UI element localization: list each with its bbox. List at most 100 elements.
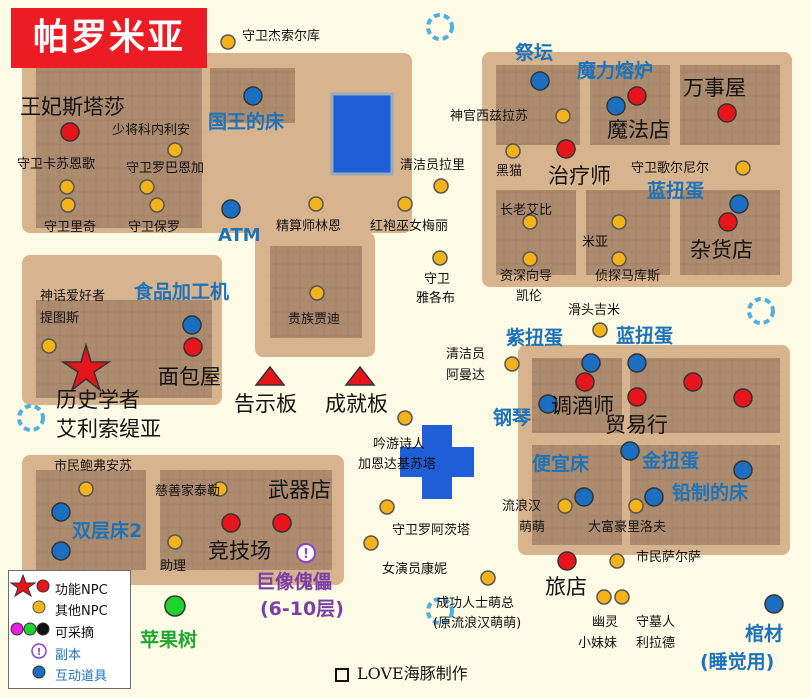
altar-label: 祭坛 xyxy=(515,42,554,64)
citizen-bao-label: 市民鲍弗安苏 xyxy=(54,459,133,474)
priest-label: 神官西兹拉苏 xyxy=(450,109,529,124)
legend-gatherable: 可采摘 xyxy=(55,626,95,641)
coffin-label: 棺材 xyxy=(745,623,784,645)
func-npc-marker xyxy=(733,388,753,408)
helper-label: 助理 xyxy=(160,559,187,574)
success-label: 成功人士萌总 xyxy=(436,596,515,611)
actress-label: 女演员康妮 xyxy=(382,562,448,577)
bard-label: 吟游诗人 xyxy=(373,437,426,452)
guard-liqi-label: 守卫里奇 xyxy=(44,220,97,235)
philanthropist-label: 慈善家泰勒 xyxy=(155,484,221,499)
svg-text:!: ! xyxy=(303,547,309,562)
king-bed-label: 国王的床 xyxy=(208,111,285,133)
food-machine-label: 食品加工机 xyxy=(134,281,230,303)
inn-label: 旅店 xyxy=(545,575,587,599)
achievement-board-label: 成就板 xyxy=(325,392,388,416)
legend-interactive: 互动道具 xyxy=(55,669,108,684)
credit-box-icon xyxy=(335,667,349,682)
credit-text: LOVE海豚制作 xyxy=(357,664,468,683)
func-npc-marker xyxy=(718,212,738,232)
black-cat-label: 黑猫 xyxy=(496,164,523,179)
lead-bed-label: 铅制的床 xyxy=(672,482,749,504)
accountant-label: 精算师林恩 xyxy=(276,219,342,234)
guard-kasu-label: 守卫卡苏恩歌 xyxy=(17,157,96,172)
bakery-label: 面包屋 xyxy=(158,365,221,389)
apple-tree-marker xyxy=(164,595,186,617)
guard-bao-label: 守卫保罗 xyxy=(128,220,181,235)
legend-other-npc: 其他NPC xyxy=(55,604,108,619)
blue-egg-label-2: 蓝扭蛋 xyxy=(616,325,674,347)
func-npc-markers xyxy=(60,86,753,571)
legend: ! 功能NPC 其他NPC 可采摘 副本 互动道具 xyxy=(8,570,131,689)
gold-egg-label: 金扭蛋 xyxy=(642,450,700,472)
svg-text:!: ! xyxy=(37,647,42,658)
red-witch-label: 红袍巫女梅丽 xyxy=(370,219,449,234)
detective-label: 侦探马库斯 xyxy=(595,269,661,284)
guard-luoa-label: 守卫罗阿茨塔 xyxy=(392,523,471,538)
rich-man-label: 大富豪里洛夫 xyxy=(588,520,667,535)
ghost-label: 幽灵 xyxy=(592,615,619,630)
func-npc-marker xyxy=(627,86,647,106)
legend-icons: ! xyxy=(9,573,50,679)
tomb-keeper-label-2: 利拉德 xyxy=(636,636,676,651)
func-npc-marker xyxy=(575,372,595,392)
guard-yage-label-2: 雅各布 xyxy=(416,291,456,306)
guard-jiesuo-label: 守卫杰索尔库 xyxy=(242,29,321,44)
func-npc-marker xyxy=(683,372,703,392)
purple-egg-label: 紫扭蛋 xyxy=(506,327,564,349)
magic-shop-label: 魔法店 xyxy=(607,118,670,142)
other-npc-markers xyxy=(41,34,751,605)
young-knight-label: 少将科内利安 xyxy=(112,123,191,138)
weapon-shop-label: 武器店 xyxy=(268,478,331,502)
func-npc-marker xyxy=(556,139,576,159)
func-npc-marker xyxy=(717,103,737,123)
forge-label: 魔力熔炉 xyxy=(577,60,654,82)
map-title: 帕罗米亚 xyxy=(11,8,207,68)
bartender-label: 调酒师 xyxy=(551,394,614,418)
princess-label: 王妃斯塔莎 xyxy=(20,95,125,119)
mia-label: 米亚 xyxy=(582,235,609,250)
cleaner-amanda-label-2: 阿曼达 xyxy=(446,368,486,383)
interactive-markers xyxy=(51,71,784,614)
guide-label: 资深向导 xyxy=(500,269,553,284)
guide-label-2: 凯伦 xyxy=(516,289,543,304)
bard-label-2: 加恩达基苏塔 xyxy=(358,457,437,472)
func-npc-marker xyxy=(272,513,292,533)
vagrant-label-2: 萌萌 xyxy=(519,520,546,535)
myth-fan-label: 神话爱好者 xyxy=(40,289,106,304)
guard-gewu-label: 守卫歌尔尼尔 xyxy=(631,161,710,176)
board-markers xyxy=(254,365,376,386)
citizen-sa-label: 市民萨尔萨 xyxy=(636,550,702,565)
historian-label: 历史学者 xyxy=(56,388,140,412)
func-npc-marker xyxy=(183,337,203,357)
legend-func-npc: 功能NPC xyxy=(55,583,108,598)
double-bed-label: 双层床2 xyxy=(72,520,143,542)
giant-floors-label: (6-10层) xyxy=(260,598,344,620)
ghost-label-2: 小妹妹 xyxy=(578,636,618,651)
historian-label-2: 艾利索缇亚 xyxy=(56,417,161,441)
historian-star xyxy=(60,342,112,393)
credit: LOVE海豚制作 xyxy=(335,660,468,684)
atm-label: ATM xyxy=(218,225,261,246)
slider-label: 滑头吉米 xyxy=(568,303,621,318)
cleaner-lali-label: 清洁员拉里 xyxy=(400,158,466,173)
general-store-label: 万事屋 xyxy=(683,76,746,100)
func-npc-marker xyxy=(557,551,577,571)
legend-dungeon: 副本 xyxy=(55,648,82,663)
coffin-label-2: (睡觉用) xyxy=(700,651,775,673)
myth-fan-label-2: 提图斯 xyxy=(40,311,80,326)
tomb-keeper-label: 守墓人 xyxy=(636,615,676,630)
success-label-2: (原流浪汉萌萌) xyxy=(433,616,522,631)
apple-tree-label: 苹果树 xyxy=(140,629,198,651)
dungeon-marker xyxy=(296,543,316,563)
guard-yage-label: 守卫 xyxy=(424,272,451,287)
piano-label: 钢琴 xyxy=(493,407,532,429)
func-npc-marker xyxy=(60,122,80,142)
trade-label: 贸易行 xyxy=(605,413,668,437)
blue-egg-label-1: 蓝扭蛋 xyxy=(647,180,705,202)
healer-label: 治疗师 xyxy=(548,164,611,188)
cheap-bed-label: 便宜床 xyxy=(532,453,590,475)
grocery-label: 杂货店 xyxy=(690,238,753,262)
noble-label: 贵族贾迪 xyxy=(288,312,341,327)
